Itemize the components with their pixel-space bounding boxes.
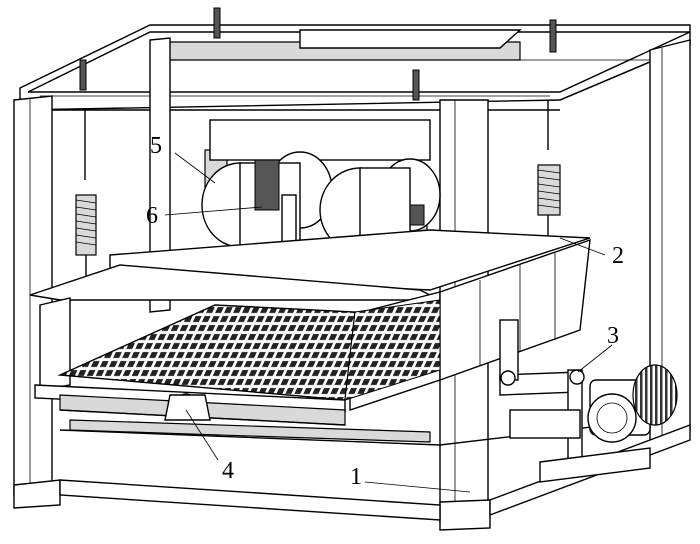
leader-lines — [164, 152, 613, 493]
callout-1: 1 — [350, 464, 362, 490]
callout-2: 2 — [612, 243, 624, 269]
pivot-joint — [164, 393, 211, 421]
top-frame — [19, 24, 691, 111]
screen-box — [29, 229, 591, 426]
drive-unit — [499, 319, 678, 483]
callout-6: 6 — [146, 203, 158, 229]
callout-3: 3 — [607, 323, 619, 349]
top-threaded-rods — [79, 7, 557, 101]
callout-4: 4 — [222, 458, 234, 484]
callout-5: 5 — [150, 133, 162, 159]
